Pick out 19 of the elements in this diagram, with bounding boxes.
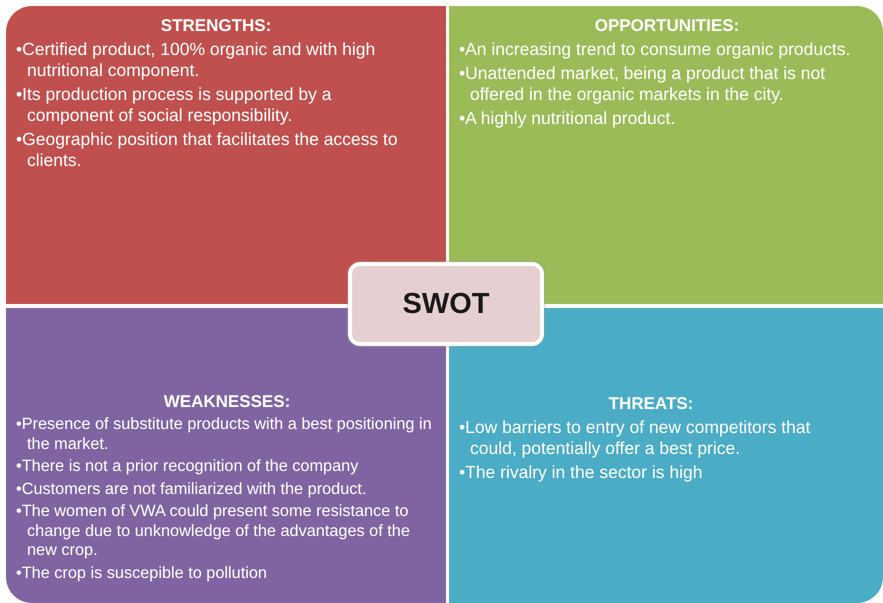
bullet-item: •Presence of substitute products with a best positioning in the market. <box>16 415 433 454</box>
bullet-item: •An increasing trend to consume organic products. <box>459 39 852 60</box>
bullet-item: •The rivalry in the sector is high <box>459 462 704 483</box>
bullet-item: •Certified product, 100% organic and with high nutritional component. <box>16 39 376 81</box>
quadrant-heading: THREATS: <box>608 394 694 414</box>
bullet-item: •Its production process is supported by a component of social responsibility. <box>16 84 332 126</box>
bullet-item: •There is not a prior recognition of the company <box>16 457 360 477</box>
bullet-item: •Customers are not familiarized with the product. <box>16 480 368 500</box>
bullet-item: •Unattended market, being a product that is not offered in the organic markets in the city. <box>459 63 826 105</box>
bullet-item: •Geographic position that facilitates the access to clients. <box>16 129 399 171</box>
center-title: SWOT <box>402 288 490 320</box>
quadrant-heading: OPPORTUNITIES: <box>594 16 740 36</box>
bullet-item: •A highly nutritional product. <box>459 108 676 129</box>
quadrant-heading: WEAKNESSES: <box>162 392 292 412</box>
center-box <box>348 262 544 346</box>
bullet-item: •Low barriers to entry of new competitors that could, potentially offer a best price. <box>459 417 812 459</box>
quadrant-heading: STRENGTHS: <box>160 16 272 36</box>
bullet-item: •The crop is suscepible to pollution <box>16 564 268 584</box>
bullet-item: •The women of VWA could present some resistance to change due to unknowledge of the advantages of the new crop. <box>16 502 411 561</box>
